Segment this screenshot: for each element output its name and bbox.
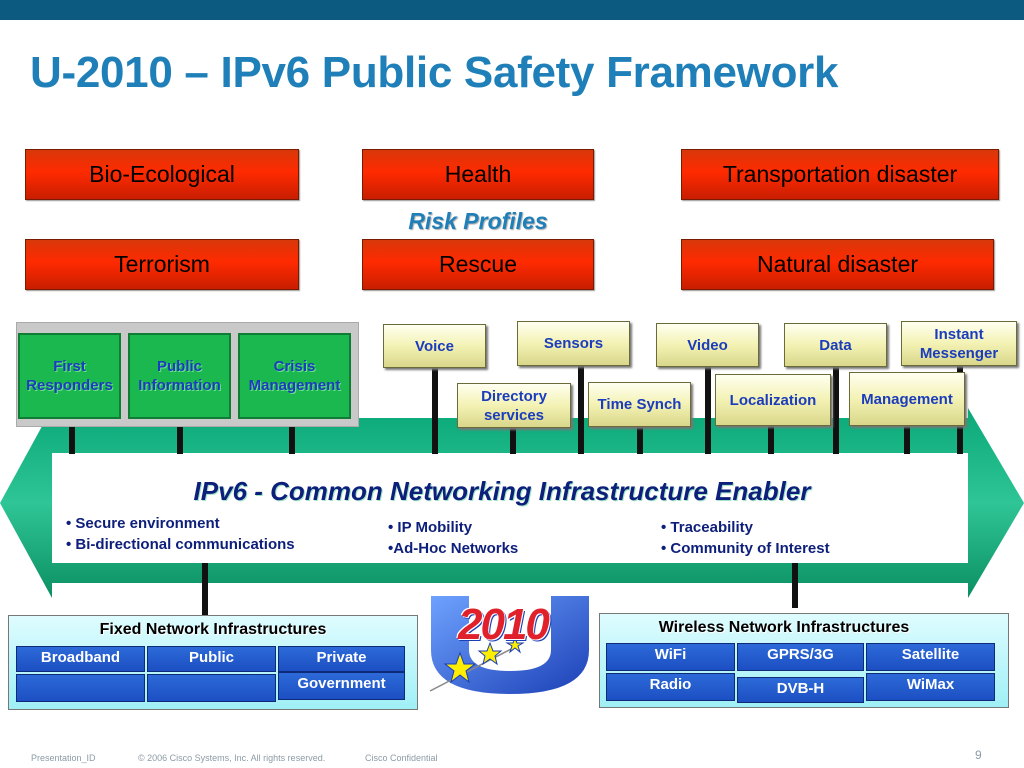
service-sensors: Sensors xyxy=(517,321,630,366)
connector-post xyxy=(69,418,75,454)
star-icon xyxy=(505,635,525,654)
fixed-cell-public: Public xyxy=(147,646,276,672)
service-instant-messenger: Instant Messenger xyxy=(901,321,1017,366)
connector-post xyxy=(792,563,798,608)
connector-post xyxy=(177,418,183,454)
bullet-item: •Ad-Hoc Networks xyxy=(388,540,519,557)
top-bar xyxy=(0,0,1024,20)
infra-col3: • Traceability • Community of Interest xyxy=(661,517,830,559)
infrastructure-arrow xyxy=(0,408,1024,598)
connector-post xyxy=(904,426,910,454)
wireless-network-title: Wireless Network Infrastructures xyxy=(658,619,910,636)
risk-health: Health xyxy=(362,149,594,200)
slide-title: U-2010 – IPv6 Public Safety Framework xyxy=(30,48,839,97)
risk-profiles-label: Risk Profiles xyxy=(408,208,548,234)
actor-first-responders: First Responders xyxy=(18,333,121,419)
page-number: 9 xyxy=(975,748,982,762)
service-localization: Localization xyxy=(715,374,831,426)
logo-2010-text: 2010 xyxy=(458,600,550,649)
star-icon xyxy=(443,651,477,684)
service-directory: Directory services xyxy=(457,383,571,428)
wireless-cell-gprs: GPRS/3G xyxy=(737,643,864,671)
logo-line xyxy=(429,646,516,692)
footer-confidential: Cisco Confidential xyxy=(365,753,438,763)
risk-transportation-disaster: Transportation disaster xyxy=(681,149,999,200)
connector-post xyxy=(289,418,295,454)
fixed-cell-private: Private xyxy=(278,646,405,672)
footer-presentation-id: Presentation_ID xyxy=(31,753,96,763)
service-management: Management xyxy=(849,372,965,426)
connector-post xyxy=(705,366,711,454)
risk-bio-ecological: Bio-Ecological xyxy=(25,149,299,200)
connector-post xyxy=(202,563,208,615)
service-data: Data xyxy=(784,323,887,367)
fixed-cell-empty xyxy=(16,674,145,702)
connector-post xyxy=(637,426,643,454)
service-voice: Voice xyxy=(383,324,486,368)
risk-rescue: Rescue xyxy=(362,239,594,290)
wireless-cell-dvbh: DVB-H xyxy=(737,677,864,703)
fixed-network-title: Fixed Network Infrastructures xyxy=(99,621,327,638)
bullet-item: • Secure environment xyxy=(66,515,220,532)
infrastructure-title: IPv6 - Common Networking Infrastructure … xyxy=(193,476,811,506)
service-time-synch: Time Synch xyxy=(588,382,691,427)
connector-post xyxy=(578,364,584,454)
arrow-inner-panel xyxy=(52,453,968,563)
infra-col1: • Secure environment • Bi-directional co… xyxy=(66,513,295,555)
actor-crisis-management: Crisis Management xyxy=(238,333,351,419)
bullet-item: • Traceability xyxy=(661,519,753,536)
wireless-cell-wimax: WiMax xyxy=(866,673,995,701)
wireless-cell-satellite: Satellite xyxy=(866,643,995,671)
footer-copyright: © 2006 Cisco Systems, Inc. All rights re… xyxy=(138,753,326,763)
wireless-cell-wifi: WiFi xyxy=(606,643,735,671)
connector-post xyxy=(510,427,516,454)
fixed-cell-broadband: Broadband xyxy=(16,646,145,672)
bullet-item: • Bi-directional communications xyxy=(66,536,295,553)
risk-terrorism: Terrorism xyxy=(25,239,299,290)
bullet-item: • Community of Interest xyxy=(661,540,830,557)
risk-natural-disaster: Natural disaster xyxy=(681,239,994,290)
actor-public-information: Public Information xyxy=(128,333,231,419)
u2010-logo xyxy=(429,595,591,697)
fixed-cell-government: Government xyxy=(278,672,405,700)
connector-post xyxy=(833,366,839,454)
connector-post xyxy=(768,426,774,454)
wireless-cell-radio: Radio xyxy=(606,673,735,701)
star-icon xyxy=(477,641,503,666)
connector-post xyxy=(432,366,438,454)
infra-col2: • IP Mobility •Ad-Hoc Networks xyxy=(388,517,518,559)
fixed-cell-empty xyxy=(147,674,276,702)
bullet-item: • IP Mobility xyxy=(388,519,473,536)
service-video: Video xyxy=(656,323,759,367)
